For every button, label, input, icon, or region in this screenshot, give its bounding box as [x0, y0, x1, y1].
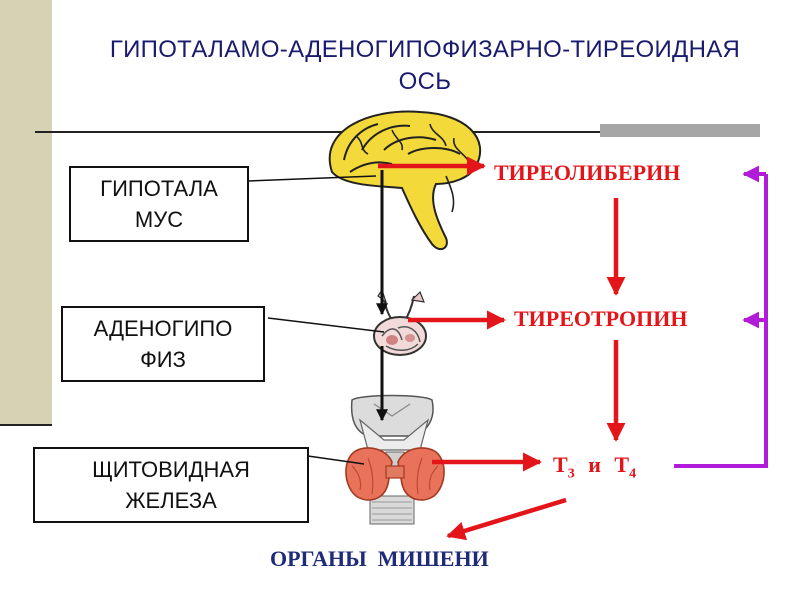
t3-subscript: 3 [567, 466, 575, 482]
thyroliberin-label: ТИРЕОЛИБЕРИН [494, 160, 681, 185]
title-line-1: ГИПОТАЛАМО-АДЕНОГИПОФИЗАРНО-ТИРЕОИДНАЯ [109, 36, 741, 63]
hypothalamus-pointer [247, 175, 377, 182]
hypothalamus-box: ГИПОТАЛА МУС [69, 166, 249, 242]
hypothalamus-line-1: ГИПОТАЛА [100, 176, 218, 201]
t3-letter: Т [553, 452, 568, 477]
thyroid-icon [345, 394, 445, 525]
left-decor-bar-edge [0, 424, 52, 426]
brain-icon [328, 110, 482, 251]
t4-subscript: 4 [629, 466, 637, 482]
adenohypophysis-line-1: АДЕНОГИПО [93, 316, 233, 341]
title-line-2: ОСЬ [398, 68, 452, 95]
title-divider-accent [600, 124, 760, 137]
thyroid-line-2: ЖЕЛЕЗА [125, 488, 217, 513]
left-decor-bar [0, 0, 52, 424]
adenohypophysis-box: АДЕНОГИПО ФИЗ [61, 306, 265, 382]
pituitary-icon [373, 288, 427, 356]
thyroid-line-1: ЩИТОВИДНАЯ [92, 457, 250, 482]
feedback-loop-line [674, 174, 768, 468]
arrow-to-target-organs [446, 497, 567, 541]
t3-t4-label: Т3 и Т4 [553, 452, 636, 482]
conjunction: и [588, 452, 601, 477]
adenohypophysis-pointer [267, 317, 385, 333]
adenohypophysis-line-2: ФИЗ [140, 347, 186, 372]
hypothalamus-line-2: МУС [134, 207, 184, 232]
thyrotropin-label: ТИРЕОТРОПИН [514, 306, 688, 331]
thyroid-pointer [307, 455, 365, 465]
target-organs-label: ОРГАНЫ МИШЕНИ [270, 546, 489, 571]
thyroid-box: ЩИТОВИДНАЯ ЖЕЛЕЗА [33, 447, 309, 523]
page-title: ГИПОТАЛАМО-АДЕНОГИПОФИЗАРНО-ТИРЕОИДНАЯ О… [60, 34, 790, 98]
t4-letter: Т [614, 452, 630, 477]
